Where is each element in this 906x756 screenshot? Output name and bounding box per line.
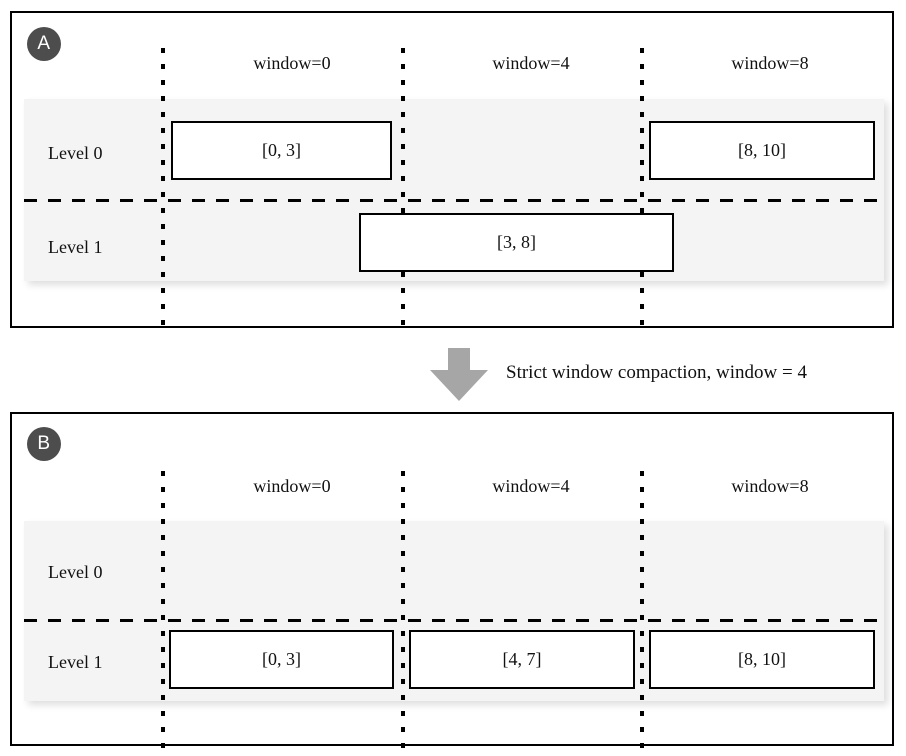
panel-a-run-box-2[interactable]: [3, 8]	[359, 213, 674, 272]
panel-b-run-label-2: [8, 10]	[738, 649, 786, 669]
panel-b-level-label-0: Level 0	[48, 562, 103, 582]
panel-a-badge: A	[27, 27, 61, 61]
down-arrow-icon	[430, 348, 488, 401]
panel-a-run-label-1: [8, 10]	[738, 140, 786, 160]
panel-b-window-divider-0	[161, 471, 165, 748]
panel-a-window-divider-2	[640, 48, 644, 328]
panel-b-run-label-0: [0, 3]	[262, 649, 301, 669]
panel-a-run-box-1[interactable]: [8, 10]	[649, 121, 875, 180]
panel-b-run-box-0[interactable]: [0, 3]	[169, 630, 394, 689]
panel-a-level-divider	[24, 199, 884, 202]
panel-b-run-label-1: [4, 7]	[502, 649, 542, 669]
panel-a-level-label-1: Level 1	[48, 237, 103, 257]
panel-a-window-divider-0	[161, 48, 165, 328]
panel-a: A window=0 window=4 window=8 Level 0 Lev…	[10, 11, 894, 328]
panel-b-level-label-1: Level 1	[48, 652, 103, 672]
panel-b-window-divider-2	[640, 471, 644, 748]
transition-arrow	[426, 348, 492, 402]
panel-b-run-box-1[interactable]: [4, 7]	[409, 630, 635, 689]
panel-a-level-label-0: Level 0	[48, 143, 103, 163]
panel-b-window-header-2: window=8	[731, 476, 809, 496]
panel-b-window-divider-1	[401, 471, 405, 748]
panel-b-run-box-2[interactable]: [8, 10]	[649, 630, 875, 689]
panel-a-run-box-0[interactable]: [0, 3]	[171, 121, 392, 180]
panel-a-run-label-0: [0, 3]	[262, 140, 301, 160]
panel-b: B window=0 window=4 window=8 Level 0 Lev…	[10, 412, 894, 748]
panel-a-window-header-0: window=0	[253, 53, 331, 73]
panel-a-run-label-2: [3, 8]	[497, 232, 536, 252]
panel-b-badge: B	[27, 427, 61, 461]
panel-a-window-divider-1	[401, 48, 405, 328]
panel-b-level-divider	[24, 619, 884, 622]
transition-caption: Strict window compaction, window = 4	[506, 362, 807, 383]
panel-a-window-header-1: window=4	[492, 53, 570, 73]
panel-b-window-header-0: window=0	[253, 476, 331, 496]
panel-b-window-header-1: window=4	[492, 476, 570, 496]
panel-a-window-header-2: window=8	[731, 53, 809, 73]
